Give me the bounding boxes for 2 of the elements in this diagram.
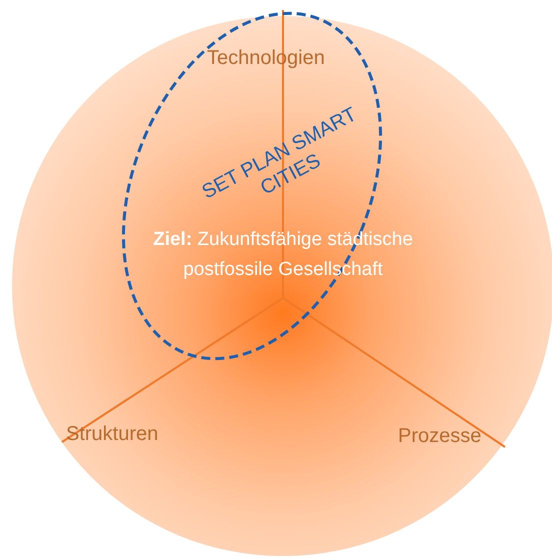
category-label: Prozesse — [398, 424, 482, 449]
goal-text: Ziel: Zukunftsfähige städtische postfossile Gesellschaft — [152, 228, 414, 282]
